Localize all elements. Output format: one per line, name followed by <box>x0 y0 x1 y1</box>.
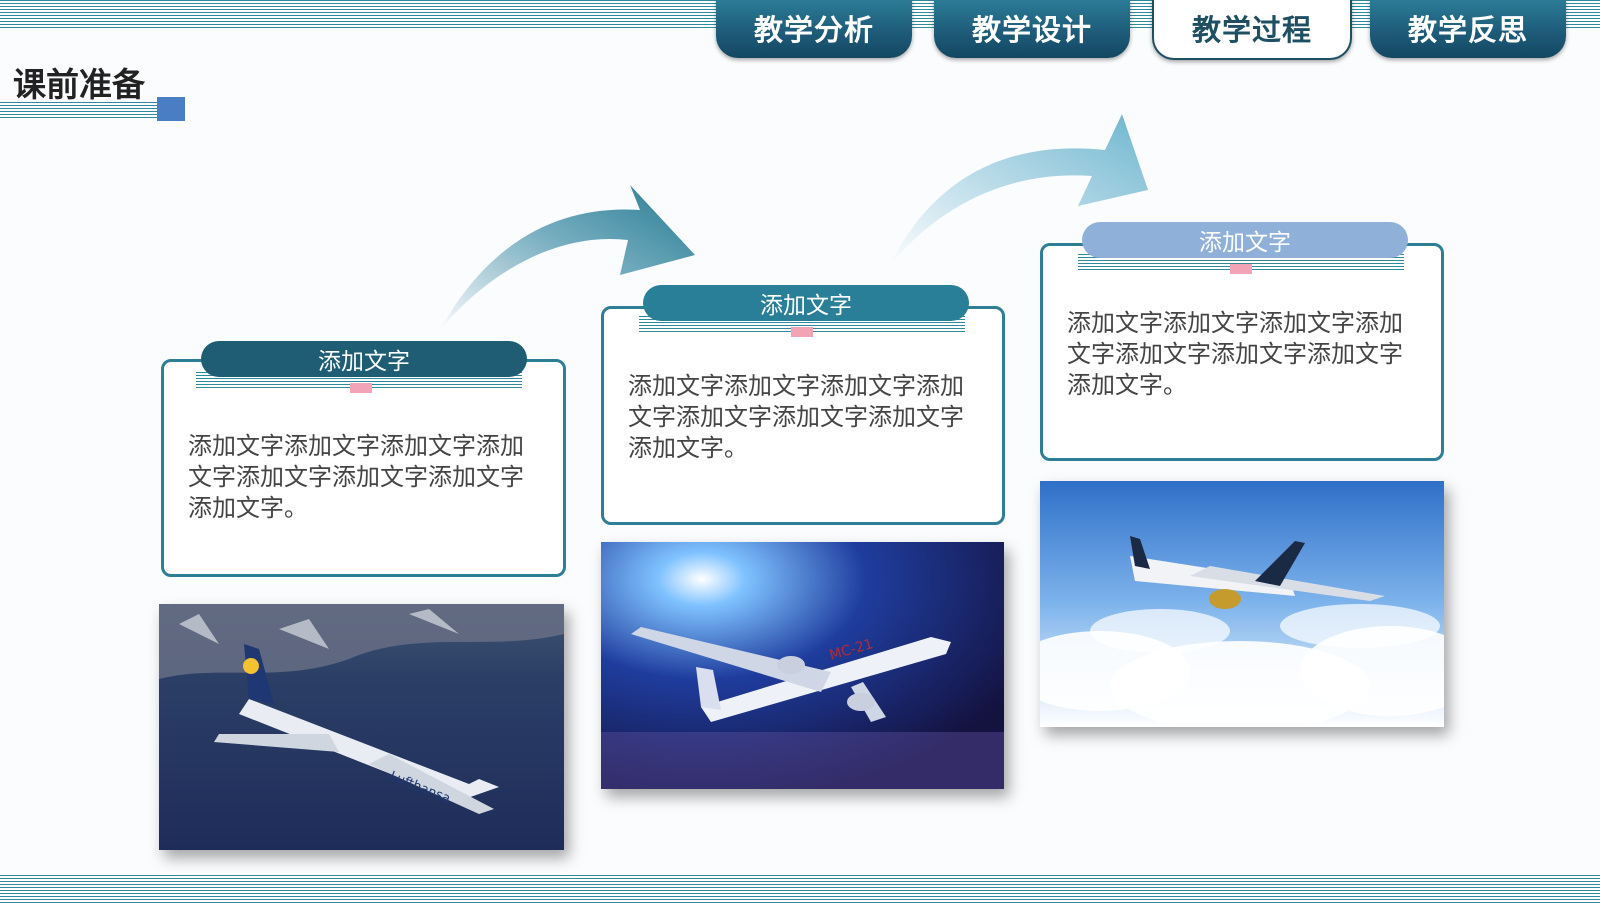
step-heading-pill-1: 添加文字 <box>201 341 527 377</box>
pink-marker <box>791 327 813 337</box>
tab-label: 教学过程 <box>1191 13 1312 47</box>
pill-stripe <box>1078 254 1404 270</box>
tab-teaching-reflection[interactable]: 教学反思 <box>1370 0 1566 58</box>
step-body-text: 添加文字添加文字添加文字添加文字添加文字添加文字添加文字添加文字。 <box>188 432 524 522</box>
tab-teaching-analysis[interactable]: 教学分析 <box>716 0 912 58</box>
tab-teaching-process[interactable]: 教学过程 <box>1152 0 1352 60</box>
step-heading-pill-3: 添加文字 <box>1082 222 1408 258</box>
arrow-step-1-to-2 <box>440 185 695 330</box>
step-body-text: 添加文字添加文字添加文字添加文字添加文字添加文字添加文字添加文字。 <box>1067 309 1403 399</box>
tab-label: 教学反思 <box>1407 13 1528 47</box>
tab-label: 教学设计 <box>971 13 1092 47</box>
pink-marker <box>1230 264 1252 274</box>
tab-label: 教学分析 <box>753 13 874 47</box>
title-underline <box>0 102 160 118</box>
step-body-text: 添加文字添加文字添加文字添加文字添加文字添加文字添加文字添加文字。 <box>628 372 964 462</box>
step-card-2: 添加文字添加文字添加文字添加文字添加文字添加文字添加文字添加文字。 <box>601 306 1005 525</box>
step-heading: 添加文字 <box>760 293 852 319</box>
step-heading: 添加文字 <box>318 349 410 375</box>
step-photo-3 <box>1040 481 1444 727</box>
step-heading: 添加文字 <box>1199 230 1291 256</box>
step-heading-pill-2: 添加文字 <box>643 285 969 321</box>
step-card-3: 添加文字添加文字添加文字添加文字添加文字添加文字添加文字添加文字。 <box>1040 243 1444 461</box>
step-photo-2: MC-21 <box>601 542 1004 789</box>
pink-marker <box>350 383 372 393</box>
title-accent-square <box>157 97 185 121</box>
step-card-1: 添加文字添加文字添加文字添加文字添加文字添加文字添加文字添加文字。 <box>161 359 566 577</box>
tab-teaching-design[interactable]: 教学设计 <box>934 0 1130 58</box>
step-photo-1: Lufthansa <box>159 604 564 850</box>
section-title: 课前准备 <box>13 65 145 104</box>
bottom-stripe-band <box>0 875 1600 905</box>
arrow-step-2-to-3 <box>890 114 1148 265</box>
